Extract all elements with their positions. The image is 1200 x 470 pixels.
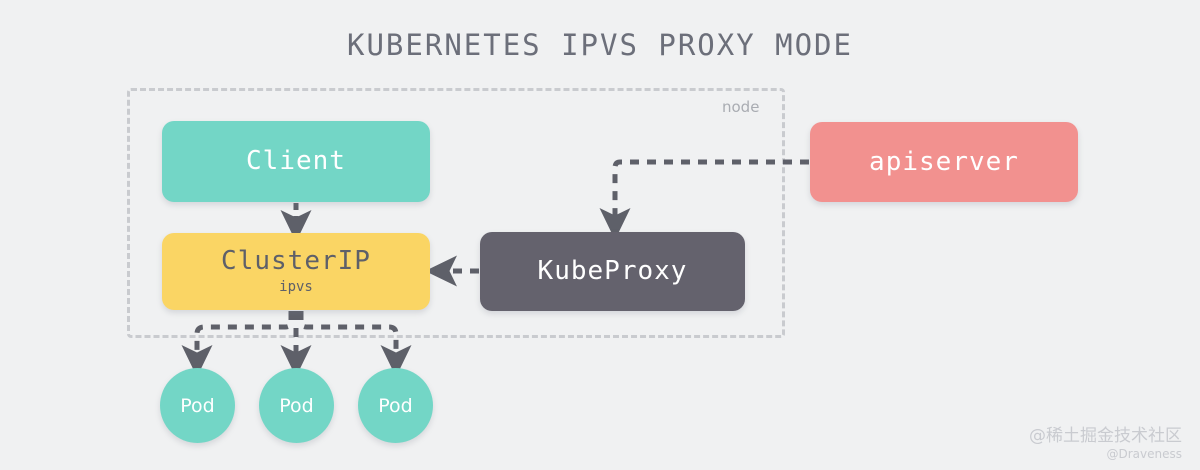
pod-circle[interactable]: Pod (160, 368, 235, 443)
node-clusterip-sublabel: ipvs (279, 278, 313, 295)
pod-label: Pod (378, 394, 413, 417)
pod-circle[interactable]: Pod (358, 368, 433, 443)
node-clusterip-label: ClusterIP (221, 246, 371, 277)
watermark-secondary: @Draveness (1106, 447, 1182, 461)
page-title: KUBERNETES IPVS PROXY MODE (347, 28, 853, 62)
node-client[interactable]: Client (162, 121, 430, 202)
pod-label: Pod (180, 394, 215, 417)
watermark-primary: @稀土掘金技术社区 (1029, 425, 1182, 446)
node-clusterip[interactable]: ClusterIP ipvs (162, 233, 430, 310)
pod-label: Pod (279, 394, 314, 417)
node-apiserver[interactable]: apiserver (810, 122, 1078, 202)
pod-circle[interactable]: Pod (259, 368, 334, 443)
node-client-label: Client (246, 146, 346, 177)
node-container-label: node (722, 98, 760, 116)
watermark: @稀土掘金技术社区 @Draveness (1029, 426, 1182, 462)
node-apiserver-label: apiserver (869, 146, 1019, 177)
node-kubeproxy-label: KubeProxy (537, 256, 688, 287)
node-kubeproxy[interactable]: KubeProxy (480, 232, 745, 311)
